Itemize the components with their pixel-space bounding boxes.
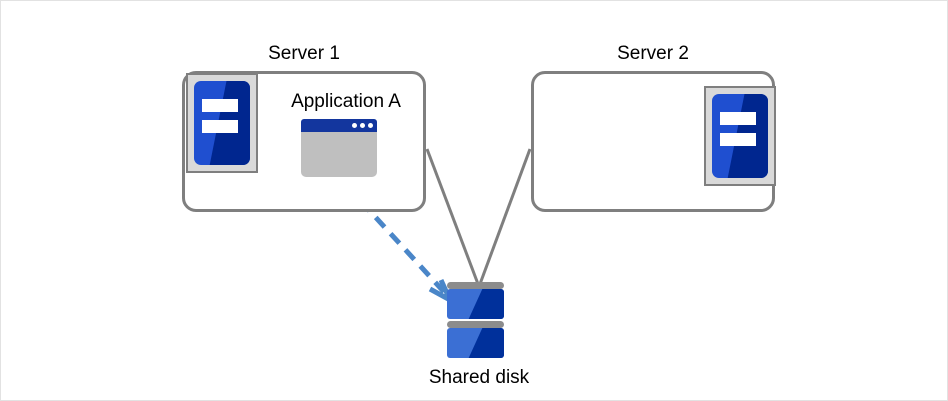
server-icon-bar-top — [201, 99, 238, 113]
application-window-icon — [301, 119, 377, 177]
app-window-dot — [360, 123, 365, 128]
shared-disk-label: Shared disk — [428, 367, 530, 388]
disk-platter-shade — [468, 289, 504, 319]
disk-platter-lower — [447, 328, 504, 358]
server-icon — [194, 81, 250, 165]
app-window-dot — [352, 123, 357, 128]
disk-bar-middle — [447, 321, 504, 328]
application-a-label: Application A — [291, 91, 401, 112]
app-window-dot — [368, 123, 373, 128]
server1-icon-frame — [186, 73, 258, 173]
disk-platter-upper — [447, 289, 504, 319]
server-icon-bar-top — [719, 112, 756, 126]
database-disk-icon — [447, 282, 504, 364]
server-icon — [712, 94, 768, 178]
connector-server2-to-disk — [478, 148, 532, 285]
server1-title: Server 1 — [268, 43, 340, 64]
app-window-body — [301, 132, 377, 177]
server-icon-bar-bottom — [719, 133, 756, 147]
app-window-titlebar — [301, 119, 377, 132]
disk-platter-shade — [468, 328, 504, 358]
server2-title: Server 2 — [617, 43, 689, 64]
connector-server1-to-disk — [425, 148, 480, 285]
server2-icon-frame — [704, 86, 776, 186]
server-icon-bar-bottom — [201, 120, 238, 134]
disk-bar-top — [447, 282, 504, 289]
